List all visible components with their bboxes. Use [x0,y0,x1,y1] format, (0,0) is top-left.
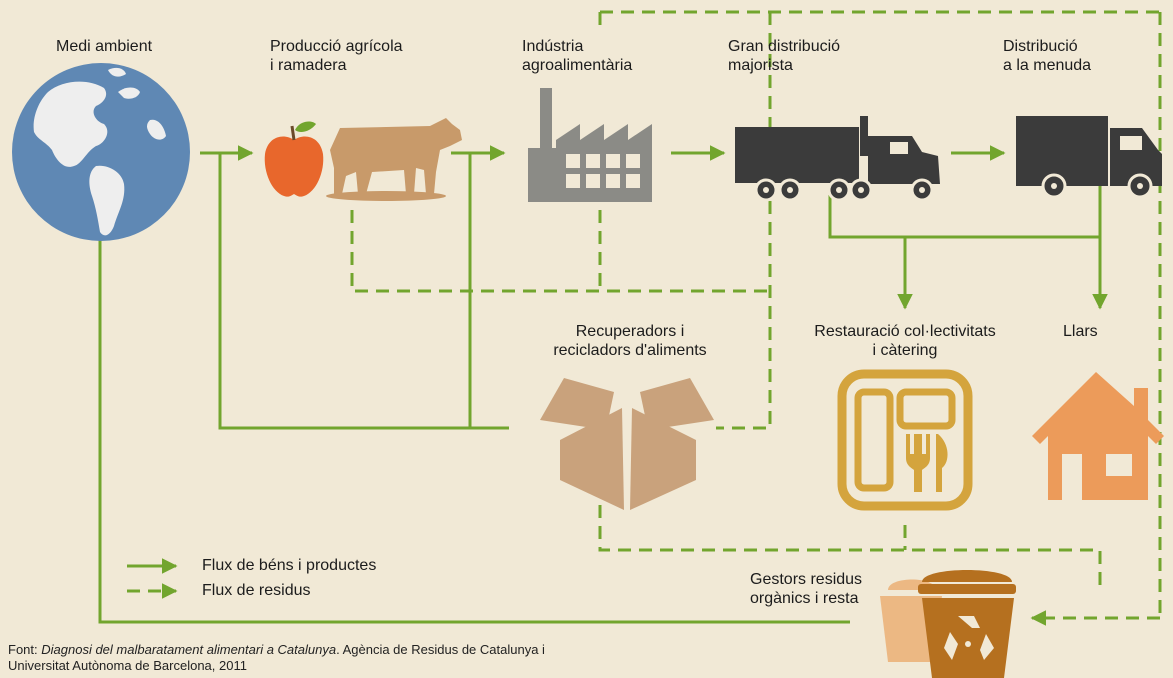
waste-flow-consumers-to-managers [598,505,1102,590]
label-wholesale-line2: majorista [728,57,793,74]
source-title: Diagnosi del malbaratament alimentari a … [41,642,337,657]
waste-flow-agriculture-industry-to-recoverers [350,210,770,293]
source-line2: Universitat Autònoma de Barcelona, 2011 [8,658,247,673]
label-waste-managers-line1: Gestors residus [750,571,863,588]
box-icon [540,378,714,510]
label-households-line1: Llars [1063,323,1098,340]
label-waste-managers: Gestors residus orgànics i resta [750,570,862,608]
label-agriculture-line1: Producció agrícola [270,38,403,55]
tray-icon [837,369,973,511]
apple-icon [264,121,324,197]
label-agriculture: Producció agrícola i ramadera [270,37,403,75]
legend-goods-label: Flux de béns i productes [202,557,377,574]
cow-icon [326,118,462,201]
goods-flow-lines [98,145,1108,624]
waste-flow-lines [350,10,1162,626]
globe-icon [12,63,190,241]
legend-waste-label: Flux de residus [202,582,311,599]
label-industry-line1: Indústria [522,38,584,55]
label-environment-line1: Medi ambient [56,38,153,55]
label-industry-line2: agroalimentària [522,57,633,74]
semi-truck-icon [735,116,940,202]
recycle-bin-icon [880,570,1016,678]
label-wholesale-line1: Gran distribució [728,38,841,55]
label-retail-line2: a la menuda [1003,57,1092,74]
flow-recoverers-to-agriculture-left [218,153,509,430]
source-prefix: Font: [8,642,42,657]
label-retail: Distribució a la menuda [1003,37,1091,75]
label-waste-managers-line2: orgànics i resta [750,590,859,607]
flow-waste-managers-to-environment [98,222,850,624]
house-icon [1032,372,1164,500]
factory-icon [528,88,652,202]
source-note: Font: Diagnosi del malbaratament aliment… [8,642,708,674]
label-wholesale: Gran distribució majorista [728,37,840,75]
truck-icon [1016,116,1162,199]
label-retail-line1: Distribució [1003,38,1078,55]
flow-wholesale-to-consumers [828,195,1100,239]
label-industry: Indústria agroalimentària [522,37,632,75]
label-catering-line2: i càtering [872,342,938,359]
label-agriculture-line2: i ramadera [270,57,347,74]
label-environment: Medi ambient [56,37,152,56]
label-recoverers: Recuperadors i recicladors d'aliments [540,322,720,360]
label-catering-line1: Restauració col·lectivitats [814,323,996,340]
label-recoverers-line2: recicladors d'aliments [553,342,707,359]
source-rest: . Agència de Residus de Catalunya i [336,642,545,657]
label-recoverers-line1: Recuperadors i [575,323,685,340]
label-catering: Restauració col·lectivitats i càtering [800,322,1010,360]
label-households: Llars [1063,322,1098,341]
